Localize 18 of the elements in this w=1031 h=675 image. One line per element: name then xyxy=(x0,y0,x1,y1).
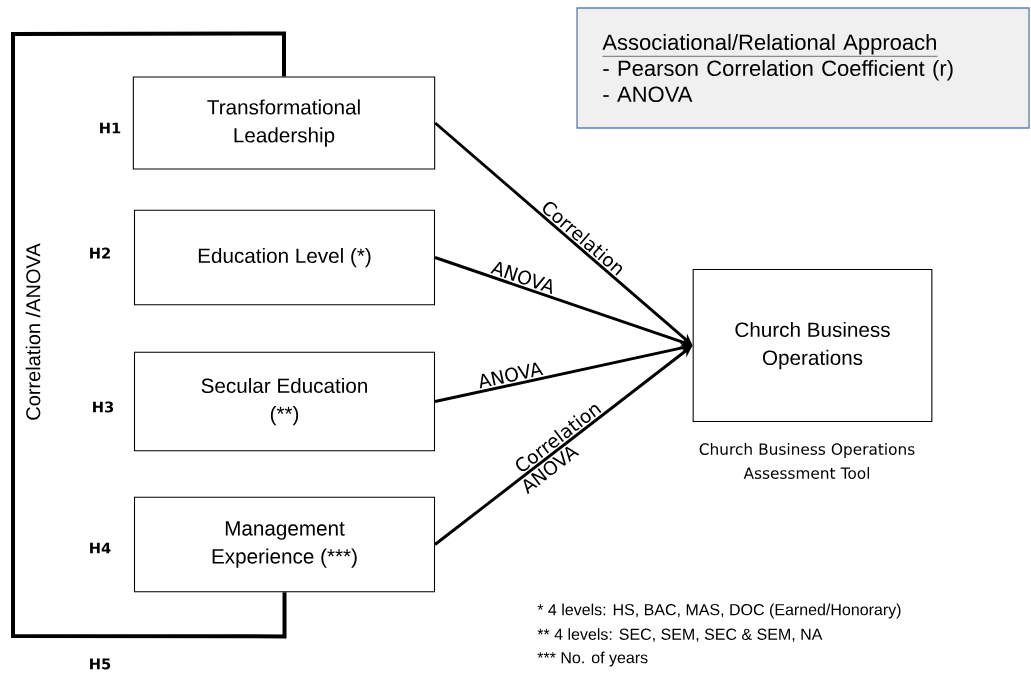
edge-label: ANOVA xyxy=(479,362,544,389)
tool-caption: Church Business Operations Assessment Tool xyxy=(699,443,915,479)
hypothesis-label: H3 xyxy=(93,401,114,413)
hypothesis-label: H5 xyxy=(90,658,111,670)
approach-box: Associational/Relational Approach - Pearson Correlation Coefficient (r) - ANOVA xyxy=(576,7,1030,129)
hypothesis-label: H2 xyxy=(90,247,110,259)
variable-box: Secular Education (**) xyxy=(133,351,436,452)
variable-box: Transformational Leadership xyxy=(132,76,436,170)
bracket-connector xyxy=(11,31,287,639)
footnote: ** 4 levels: SEC, SEM, SEC & SEM, NA xyxy=(537,628,823,642)
footnote: * 4 levels: HS, BAC, MAS, DOC (Earned/Honorary) xyxy=(537,603,901,619)
variable-box: Education Level (*) xyxy=(133,209,436,306)
footnote: *** No. of years xyxy=(537,651,648,667)
variable-box: Church Business Operations xyxy=(692,268,933,423)
variable-box: Management Experience (***) xyxy=(133,496,436,593)
edge-label: Correlation /ANOVA xyxy=(25,243,41,420)
hypothesis-label: H1 xyxy=(100,122,121,134)
hypothesis-label: H4 xyxy=(90,542,111,554)
